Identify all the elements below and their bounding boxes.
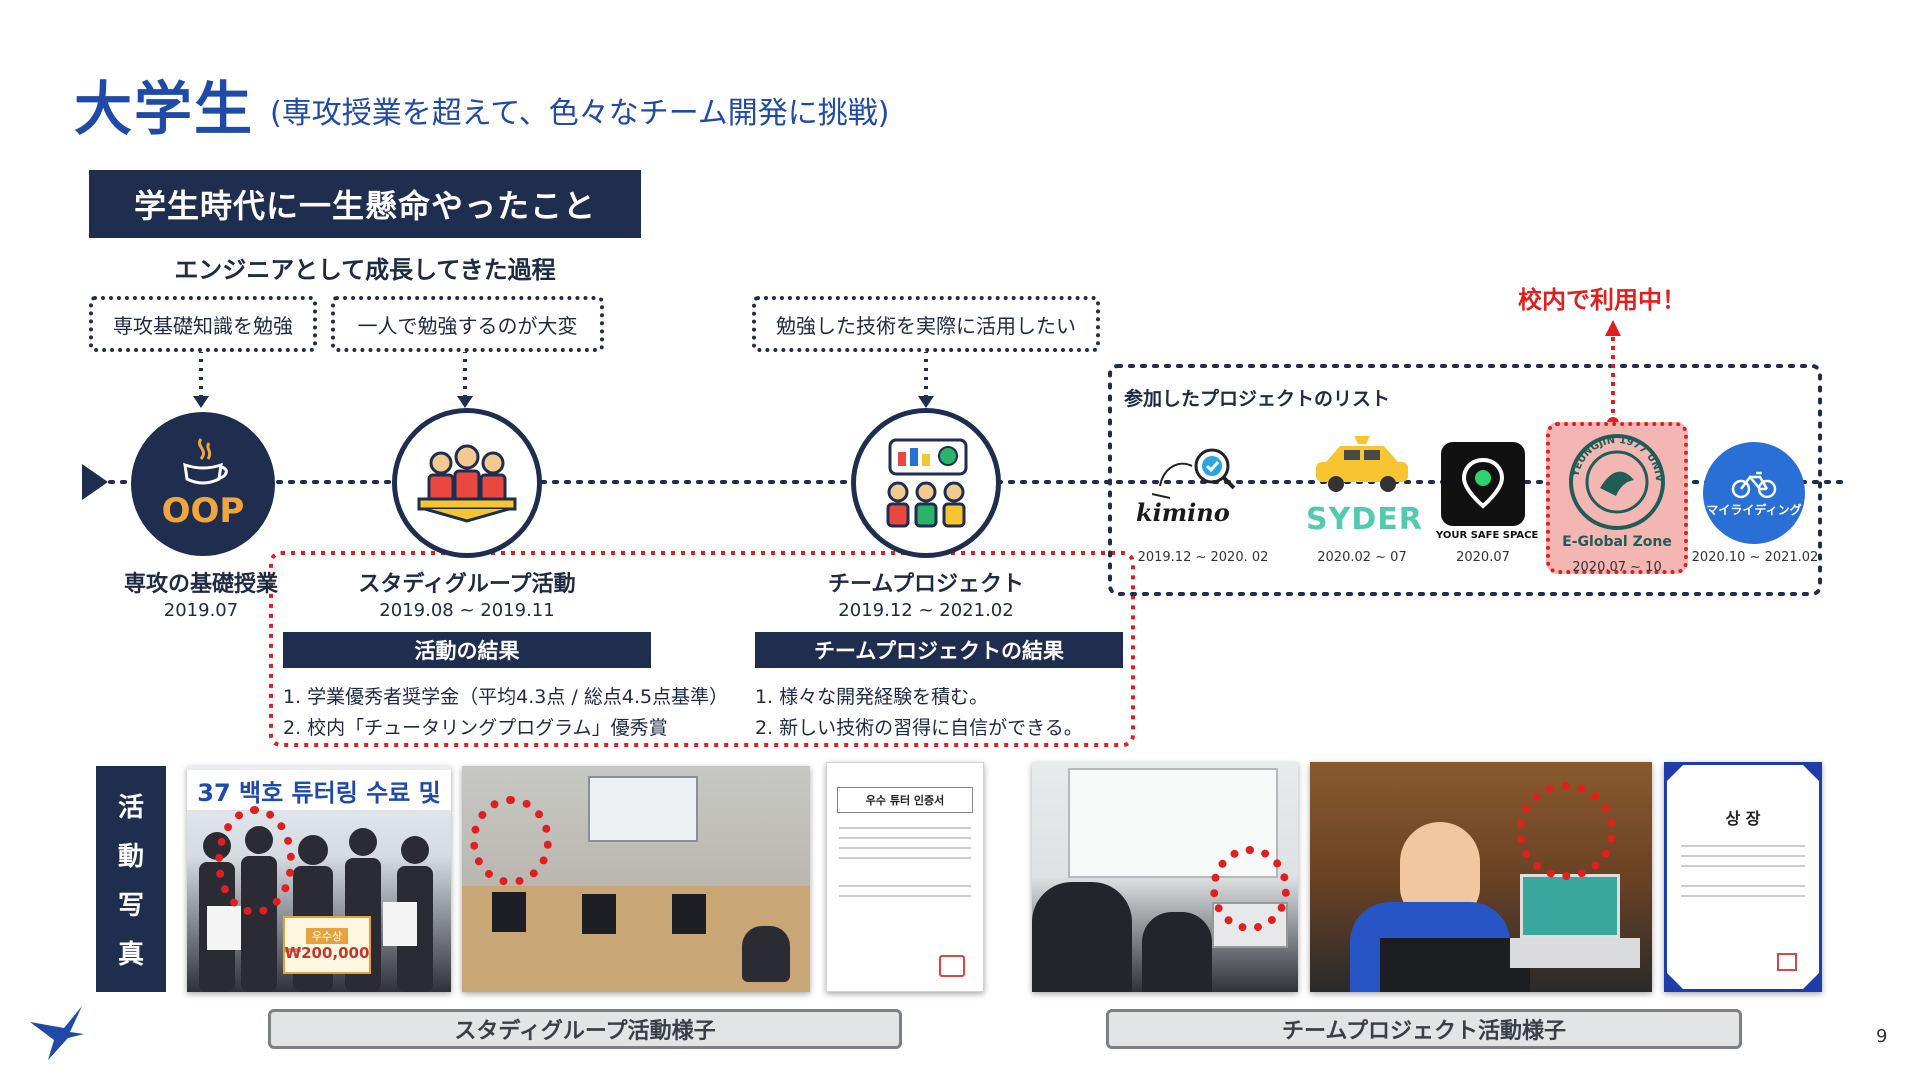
kimino-wordmark: kimino: [1136, 498, 1230, 527]
project-date: 2020.10 ~ 2021.02: [1691, 550, 1819, 565]
page-subtitle: (専攻授業を超えて、色々なチーム開発に挑戦): [270, 96, 890, 131]
seal-stamp: [939, 955, 965, 977]
project-date: 2020.02 ~ 07: [1317, 550, 1407, 565]
my-riding-wordmark: マイライディング: [1706, 502, 1802, 517]
photo-award-certificate: 상 장: [1664, 762, 1822, 992]
safe-space-logo-icon: [1441, 442, 1525, 526]
oop-text: OOP: [161, 491, 245, 531]
photo-tutor-certificate: 우수 튜터 인증서: [826, 762, 984, 992]
projects-title: 参加したプロジェクトのリスト: [1124, 388, 1391, 410]
study-group-people-icon: [417, 444, 517, 523]
note-study-basics: 専攻基礎知識を勉強: [89, 296, 317, 352]
photo-award-ceremony: 37 백호 튜터링 수료 및 우수상 ₩200,000: [187, 766, 451, 992]
step-label-study: スタディグループ活動: [358, 572, 576, 597]
photo-classroom: [462, 766, 810, 992]
study-activity-caption: スタディグループ活動様子: [268, 1009, 902, 1049]
step-date-team: 2019.12 ~ 2021.02: [838, 600, 1014, 621]
study-result-title: 活動の結果: [283, 632, 651, 668]
section-header: 学生時代に一生懸命やったこと: [89, 170, 641, 238]
team-activity-caption: チームプロジェクト活動様子: [1106, 1009, 1742, 1049]
project-date: 2020.07: [1456, 550, 1510, 565]
team-project-circle-icon: [851, 408, 1001, 558]
oop-circle-icon: OOP: [131, 412, 275, 556]
taxi-car-icon: [1316, 436, 1408, 492]
student-silhouette: [742, 926, 790, 982]
results-highlight-frame: [269, 551, 1135, 747]
projects-frame: [1108, 364, 1822, 596]
project-kimino: kimino: [1130, 436, 1280, 536]
study-result-item: 2. 校内「チュータリングプログラム」優秀賞: [283, 717, 668, 739]
page-title: 大学生: [74, 75, 255, 143]
projector-screen: [588, 776, 698, 842]
e-global-wordmark: E-Global Zone: [1562, 534, 1672, 550]
safe-space-wordmark: YOUR SAFE SPACE: [1436, 530, 1539, 541]
highlight-ring: [470, 796, 552, 886]
syder-wordmark: SYDER: [1306, 502, 1423, 537]
prize-board: 우수상 ₩200,000: [283, 916, 371, 974]
activity-photos-label: 活 動 写 真: [96, 766, 166, 992]
study-group-circle-icon: [392, 408, 542, 558]
bicycle-logo-icon: マイライディング: [1703, 442, 1805, 544]
team-result-title: チームプロジェクトの結果: [755, 632, 1123, 668]
kimino-logo-icon: [1151, 448, 1236, 499]
photo-team-coding: [1310, 762, 1652, 992]
step-date-basics: 2019.07: [163, 600, 239, 621]
team-result-item: 1. 様々な開発経験を積む。: [755, 686, 989, 708]
java-cup-icon: [183, 438, 228, 485]
highlight-ring: [215, 806, 295, 916]
in-use-callout: 校内で利用中！: [1518, 286, 1686, 314]
project-date: 2020.07 ~ 10: [1572, 560, 1662, 575]
step-date-study: 2019.08 ~ 2019.11: [379, 600, 555, 621]
highlight-ring: [1210, 846, 1290, 932]
project-syder: SYDER: [1306, 432, 1422, 537]
team-chat-icon: [886, 438, 968, 528]
step-label-basics: 専攻の基礎授業: [123, 572, 278, 597]
project-my-riding: マイライディング: [1700, 442, 1808, 544]
note-apply-skills: 勉強した技術を実際に活用したい: [752, 296, 1100, 352]
photo-team-whiteboard: [1032, 762, 1298, 992]
page-number: 9: [1876, 1026, 1888, 1047]
project-date: 2019.12 ~ 2020. 02: [1137, 550, 1269, 565]
project-your-safe-space: YOUR SAFE SPACE: [1436, 442, 1538, 541]
university-seal-icon: YEUNGJIN 1977 UNIVERSITY: [1550, 430, 1665, 530]
certificate-title: 우수 튜터 인증서: [837, 787, 973, 813]
team-result-item: 2. 新しい技術の習得に自信ができる。: [755, 717, 1083, 739]
note-solo-hard: 一人で勉強するのが大変: [331, 296, 604, 352]
award-title: 상 장: [1725, 809, 1761, 828]
study-result-item: 1. 学業優秀者奨学金（平均4.3点 / 総点4.5点基準）: [283, 686, 729, 708]
timeline-start-arrow: [82, 464, 108, 500]
step-label-team: チームプロジェクト: [827, 572, 1025, 597]
highlight-ring: [1516, 782, 1616, 880]
ceremony-banner: 37 백호 튜터링 수료 및: [187, 770, 451, 810]
project-e-global-zone: YEUNGJIN 1977 UNIVERSITY E-Global Zone 2…: [1546, 422, 1688, 575]
laptop-screen: [1520, 874, 1620, 938]
section-subheader: エンジニアとして成長してきた過程: [174, 256, 556, 284]
bird-logo-icon: [30, 1006, 84, 1060]
